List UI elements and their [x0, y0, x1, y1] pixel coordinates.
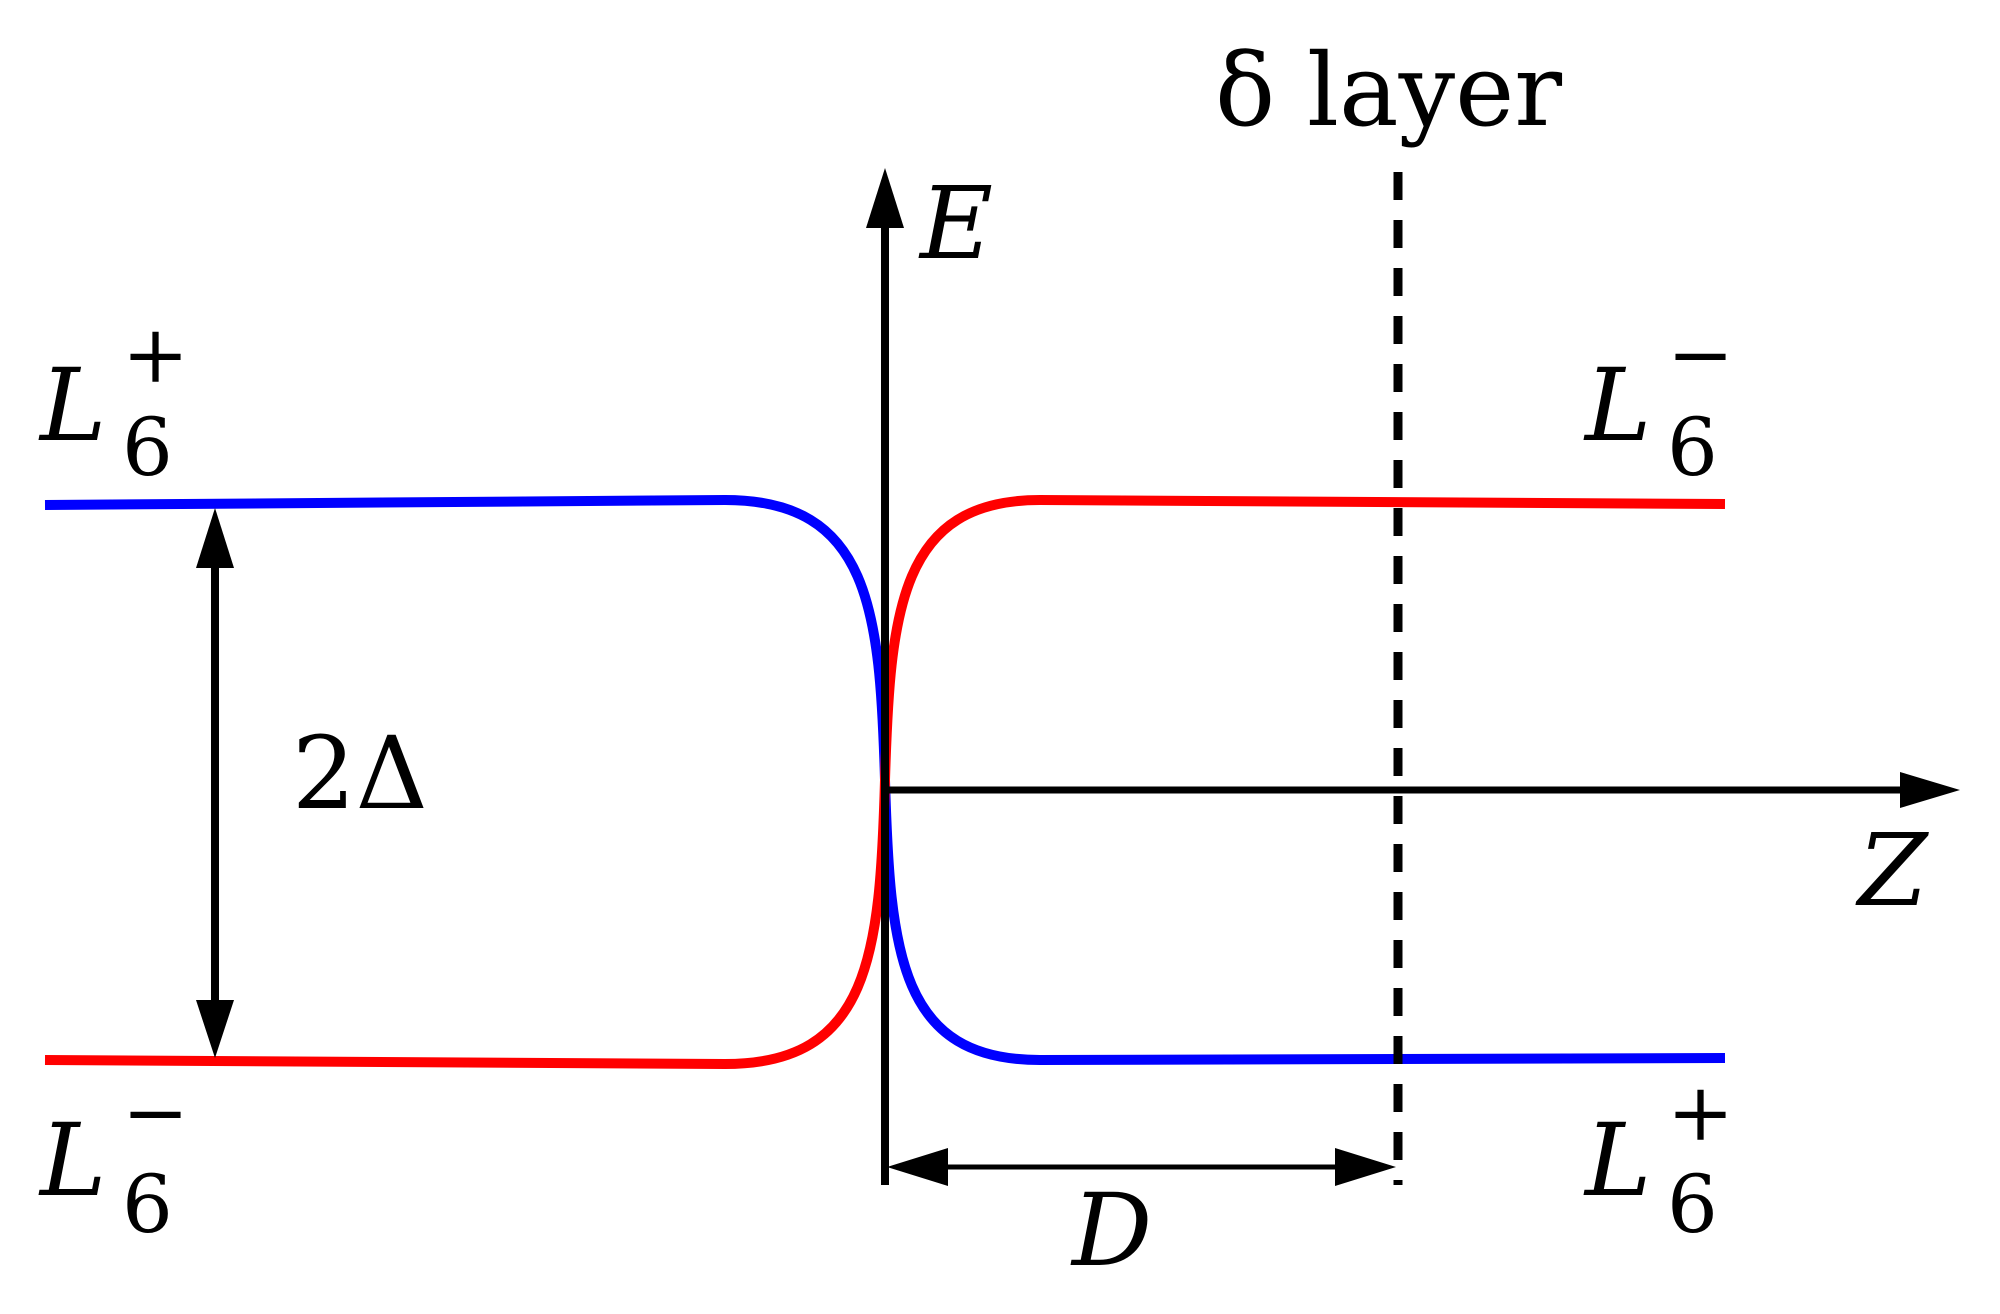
z-axis-label: Z [1855, 812, 1929, 929]
energy-axis-label: E [918, 165, 993, 282]
gap-arrow-head-top [196, 508, 234, 568]
gap-label: 2Δ [292, 715, 428, 832]
svg-text:6: 6 [122, 401, 173, 494]
bottom-left-band-label: L − 6 [38, 1066, 189, 1251]
svg-text:6: 6 [1667, 401, 1718, 494]
svg-text:6: 6 [122, 1158, 173, 1251]
svg-text:−: − [1667, 308, 1734, 401]
gap-arrow-head-bottom [196, 1000, 234, 1058]
svg-text:L: L [38, 347, 106, 464]
distance-label: D [1070, 1172, 1152, 1289]
distance-arrow-head-right [1335, 1148, 1396, 1186]
svg-text:L: L [38, 1102, 106, 1219]
svg-text:L: L [1583, 347, 1651, 464]
svg-text:−: − [122, 1066, 189, 1159]
svg-text:6: 6 [1667, 1158, 1718, 1251]
delta-layer-label: δ layer [1215, 32, 1562, 149]
svg-text:+: + [122, 308, 189, 401]
svg-text:+: + [1667, 1066, 1734, 1159]
top-left-band-label: L + 6 [38, 308, 189, 494]
z-axis-arrowhead [1900, 772, 1960, 808]
svg-text:L: L [1583, 1102, 1651, 1219]
energy-axis-arrowhead [866, 168, 904, 228]
top-right-band-label: L − 6 [1583, 308, 1734, 494]
distance-arrow-head-left [887, 1148, 948, 1186]
bottom-right-band-label: L + 6 [1583, 1066, 1734, 1251]
